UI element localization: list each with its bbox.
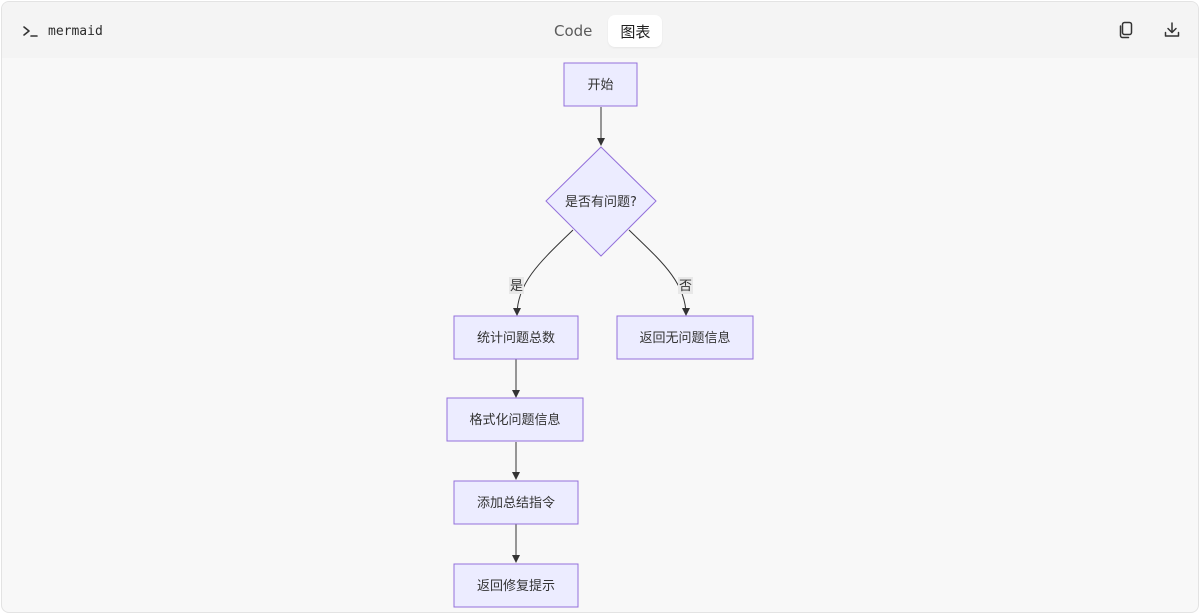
svg-text:否: 否	[679, 279, 692, 294]
node-no-issues: 返回无问题信息	[616, 315, 754, 360]
node-format-issues: 格式化问题信息	[446, 397, 584, 442]
node-return-fix: 返回修复提示	[453, 563, 579, 608]
view-tabs: Code 图表	[542, 15, 663, 47]
svg-text:返回修复提示: 返回修复提示	[477, 578, 555, 594]
node-decision: 是否有问题?	[545, 146, 657, 257]
svg-text:格式化问题信息: 格式化问题信息	[469, 412, 560, 428]
language-indicator: mermaid	[22, 21, 103, 41]
svg-text:添加总结指令: 添加总结指令	[477, 496, 555, 511]
svg-text:开始: 开始	[587, 78, 613, 93]
edge-label-no: 否	[678, 277, 693, 294]
edge-decision-to-no-issues	[628, 229, 690, 316]
copy-button[interactable]	[1114, 18, 1138, 42]
svg-text:是: 是	[510, 279, 523, 294]
language-label: mermaid	[48, 23, 103, 39]
svg-text:返回无问题信息: 返回无问题信息	[639, 330, 730, 346]
node-start: 开始	[563, 62, 638, 107]
tab-diagram[interactable]: 图表	[608, 15, 663, 47]
download-button[interactable]	[1160, 18, 1184, 42]
copy-icon	[1119, 21, 1133, 39]
download-icon	[1164, 22, 1180, 37]
flowchart-diagram: 是 否 开始 是否有问题? 统计问题总数 返回无问题信息 格式化问题信息	[446, 62, 754, 608]
svg-text:是否有问题?: 是否有问题?	[565, 195, 637, 210]
terminal-icon	[23, 26, 38, 37]
flowchart-edges	[512, 107, 690, 563]
tab-code[interactable]: Code	[554, 22, 593, 40]
edge-decision-to-count	[513, 229, 574, 316]
svg-text:统计问题总数: 统计问题总数	[477, 331, 555, 346]
edge-label-yes: 是	[509, 277, 524, 294]
node-count-issues: 统计问题总数	[453, 315, 579, 360]
code-block-toolbar: mermaid Code 图表	[2, 2, 1198, 58]
node-add-summary: 添加总结指令	[453, 480, 579, 525]
